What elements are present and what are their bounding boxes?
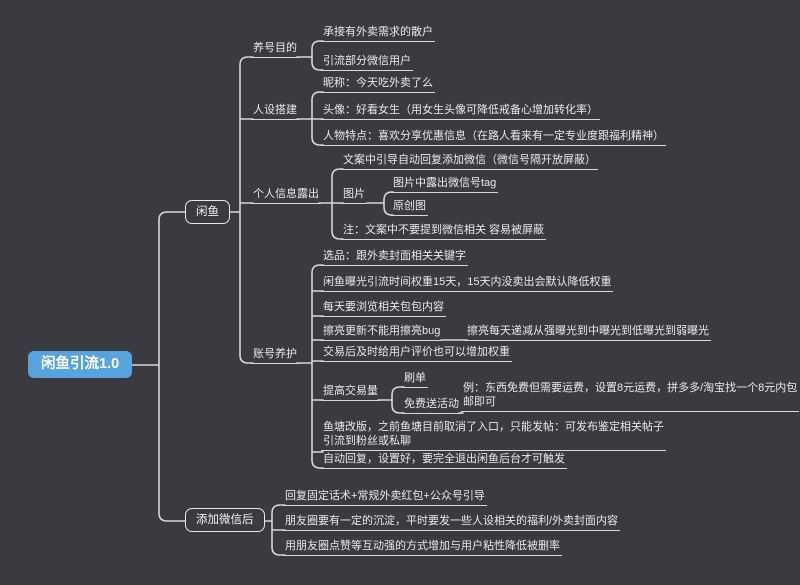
topic-avatar[interactable]: 头像：好看女生（用女生头像可降低戒备心增加转化率） xyxy=(321,103,600,120)
topic-persona-building[interactable]: 人设搭建 xyxy=(251,103,299,120)
topic-increase-transactions[interactable]: 提高交易量 xyxy=(321,384,380,401)
topic-original-image[interactable]: 原创图 xyxy=(391,199,428,216)
topic-product-selection[interactable]: 选品：跟外卖封面相关关键字 xyxy=(321,249,468,266)
topic-fishpond-redesign[interactable]: 鱼塘改版，之前鱼塘目前取消了入口，只能发帖：可发布鉴定相关帖子 引流到粉丝或私聊 xyxy=(321,420,666,451)
topic-personal-info-exposure[interactable]: 个人信息露出 xyxy=(251,187,321,204)
topic-daily-browsing[interactable]: 每天要浏览相关包包内容 xyxy=(321,300,446,317)
topic-polish-update-bug[interactable]: 擦亮更新不能用擦亮bug xyxy=(321,324,443,341)
topic-wechat-id-tag-in-image[interactable]: 图片中露出微信号tag xyxy=(391,176,499,193)
topic-exposure-weight-15-days[interactable]: 闲鱼曝光引流时间权重15天，15天内没卖出会默认降低权重 xyxy=(321,275,614,292)
topic-giveaway-example[interactable]: 例：东西免费但需要运费，设置8元运费，拼多多/淘宝找一个8元内包 邮即可 xyxy=(461,381,800,412)
topic-account-maintenance[interactable]: 账号养护 xyxy=(251,347,299,364)
topic-xianyu[interactable]: 闲鱼 xyxy=(185,200,230,224)
topic-note-avoid-wechat-mention[interactable]: 注：文案中不要提到微信相关 容易被屏蔽 xyxy=(341,223,547,240)
topic-copywriting-guide-wechat[interactable]: 文案中引导自动回复添加微信（微信号隔开放屏蔽） xyxy=(341,153,598,170)
topic-fixed-script-reply[interactable]: 回复固定话术+常规外卖红包+公众号引导 xyxy=(283,489,487,506)
topic-moments-interaction[interactable]: 用朋友圈点赞等互动强的方式增加与用户粘性降低被删率 xyxy=(283,539,562,556)
topic-persona-traits[interactable]: 人物特点：喜欢分享优惠信息（在路人看来有一定专业度跟福利精神） xyxy=(321,129,666,146)
topic-nickname[interactable]: 昵称：今天吃外卖了么 xyxy=(321,76,435,93)
topic-moments-content[interactable]: 朋友圈要有一定的沉淀，平时要发一些人设相关的福利/外卖封面内容 xyxy=(283,514,621,531)
topic-takeout-customers[interactable]: 承接有外卖需求的散户 xyxy=(321,25,435,42)
topic-account-purpose[interactable]: 养号目的 xyxy=(251,41,299,58)
root-topic[interactable]: 闲鱼引流1.0 xyxy=(28,351,133,378)
topic-polish-exposure-decay[interactable]: 擦亮每天递减从强曝光到中曝光到低曝光到弱曝光 xyxy=(465,324,711,341)
topic-rate-users-after-trade[interactable]: 交易后及时给用户评价也可以增加权重 xyxy=(321,345,512,362)
topic-free-giveaway[interactable]: 免费送活动 xyxy=(402,397,461,414)
topic-divert-wechat-users[interactable]: 引流部分微信用户 xyxy=(321,54,413,71)
topic-images[interactable]: 图片 xyxy=(341,187,367,204)
topic-fake-orders[interactable]: 刷单 xyxy=(402,371,428,388)
topic-auto-reply[interactable]: 自动回复，设置好，要完全退出闲鱼后台才可触发 xyxy=(321,452,567,469)
topic-after-adding-wechat[interactable]: 添加微信后 xyxy=(185,508,265,532)
